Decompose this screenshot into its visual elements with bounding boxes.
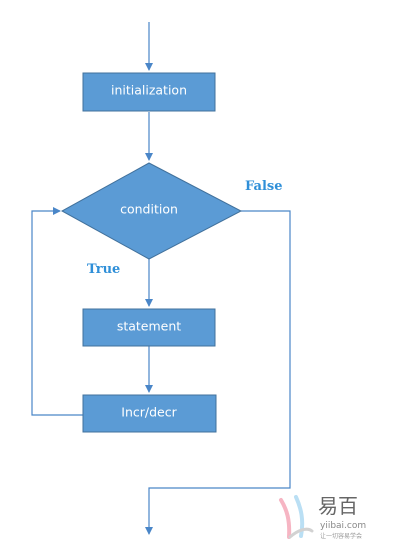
statement-box bbox=[82, 308, 216, 347]
condition-diamond bbox=[60, 162, 243, 260]
edge-update-loop-back bbox=[31, 207, 83, 416]
watermark-tagline: 让一切容易学会 bbox=[320, 532, 362, 540]
yiibai-logo-icon bbox=[279, 495, 314, 539]
watermark-name-cn: 易百 bbox=[318, 494, 358, 518]
update-label: Incr/decr bbox=[121, 405, 177, 420]
update-box bbox=[82, 394, 217, 433]
watermark-site: yiibai.com bbox=[320, 521, 366, 531]
true-branch-label: True bbox=[87, 262, 120, 277]
initialization-label: initialization bbox=[111, 83, 187, 98]
statement-label: statement bbox=[117, 319, 181, 334]
initialization-box bbox=[82, 72, 216, 112]
yiibai-watermark: 易百 yiibai.com 让一切容易学会 bbox=[279, 494, 366, 540]
condition-label: condition bbox=[120, 202, 178, 217]
edge-false-exit bbox=[145, 210, 291, 535]
false-branch-label: False bbox=[245, 179, 282, 194]
